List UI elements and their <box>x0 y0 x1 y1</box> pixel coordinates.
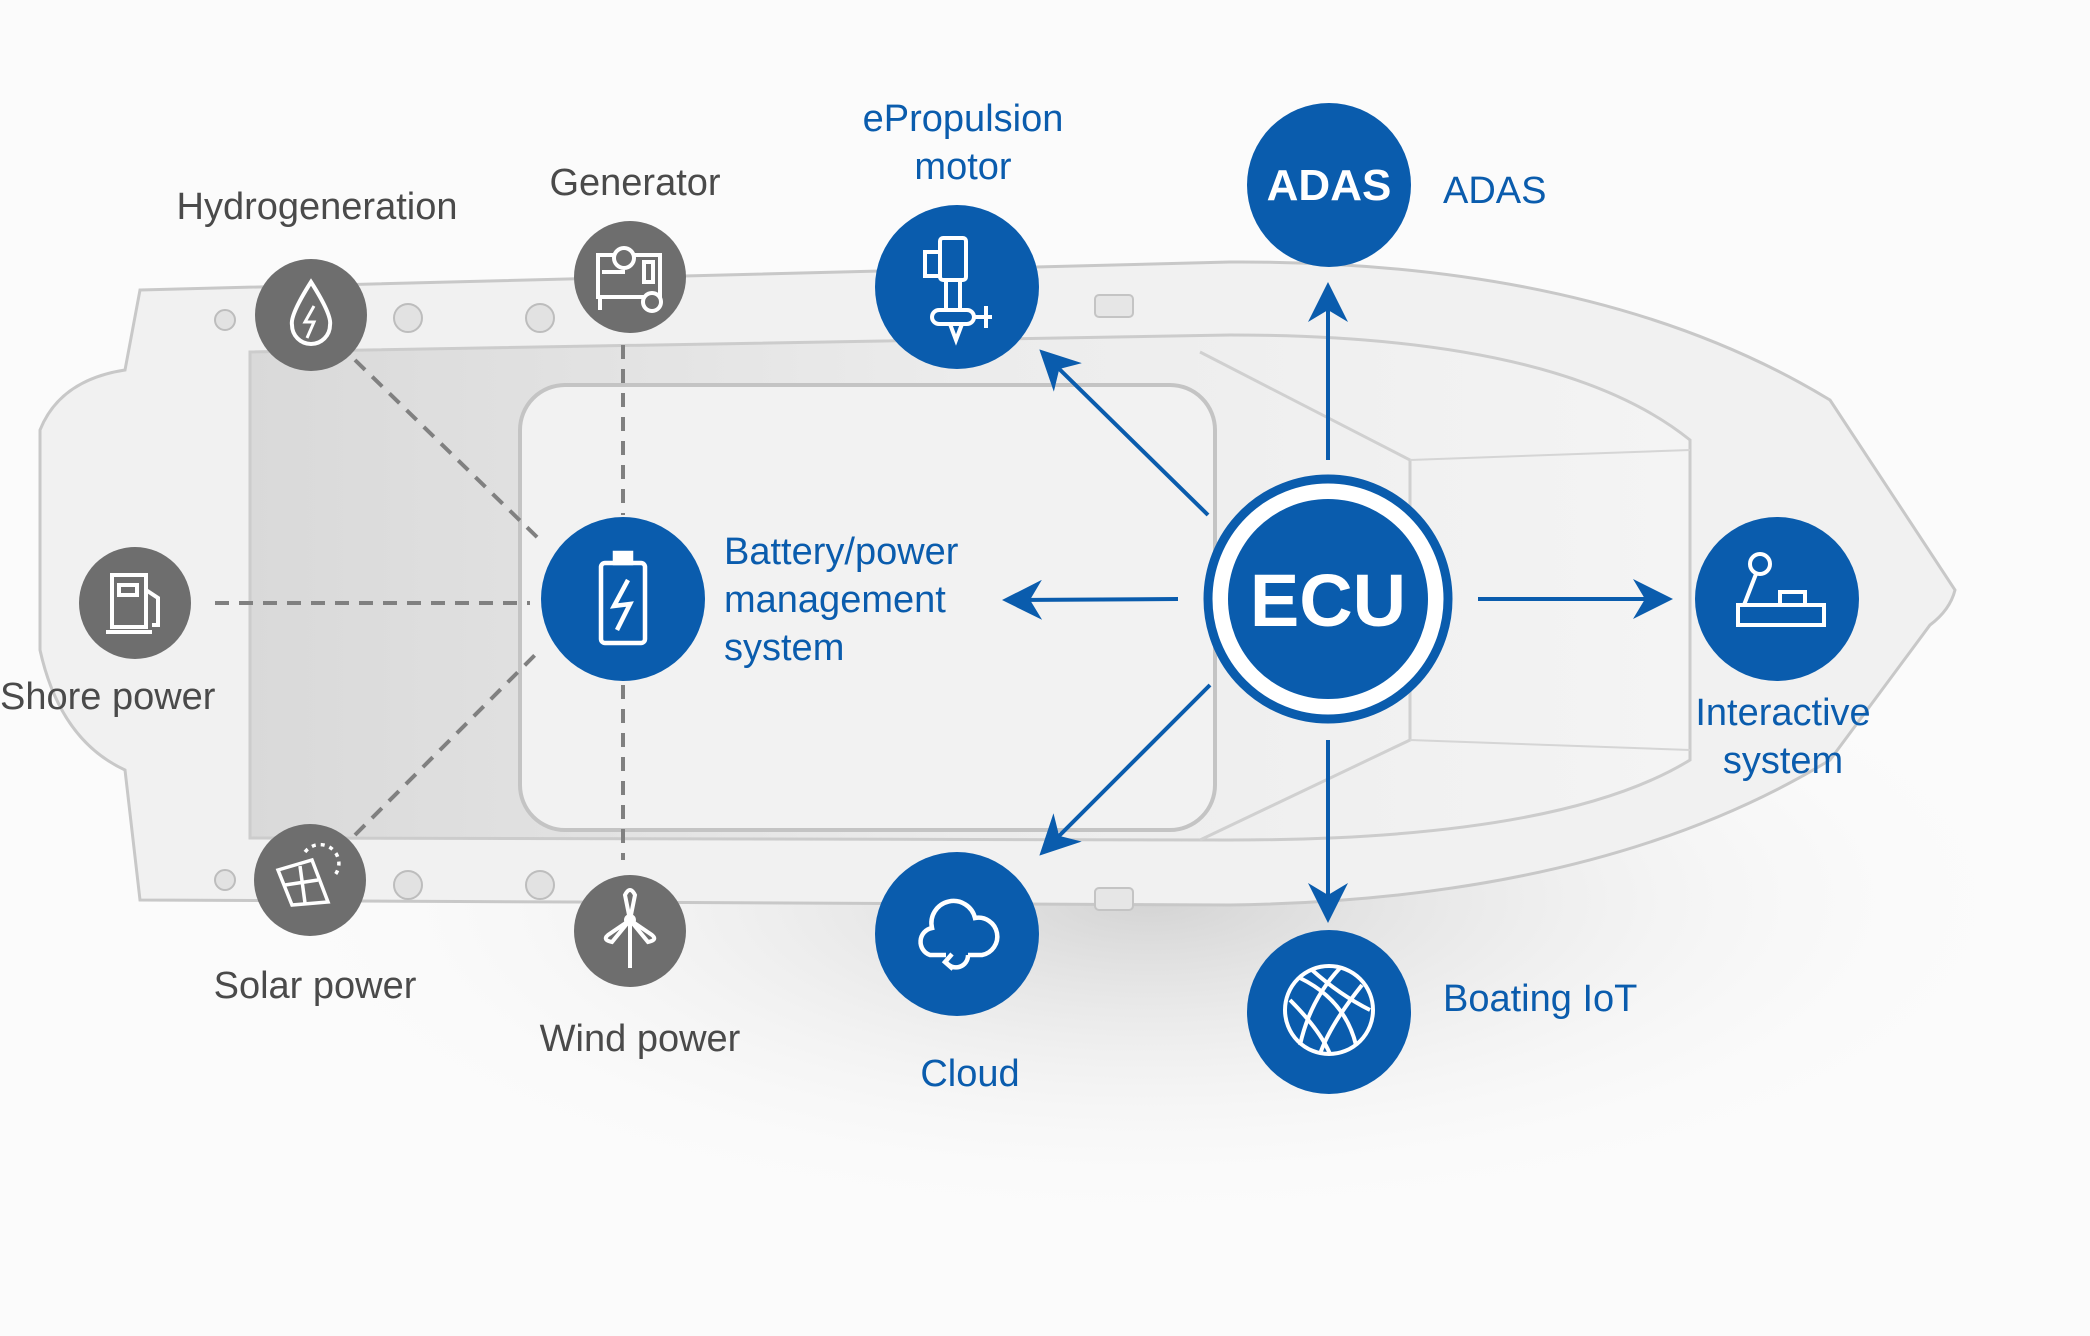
arrow-to-battery <box>1002 579 1179 620</box>
wind-turbine-icon <box>603 888 657 968</box>
connection-hydrogeneration <box>353 358 542 542</box>
generator-icon <box>596 246 663 313</box>
arrow-to-cloud <box>1039 683 1212 856</box>
label-hydrogeneration: Hydrogeneration <box>176 186 458 228</box>
node-solar-power <box>254 824 366 936</box>
node-interactive <box>1695 517 1859 681</box>
label-battery-line-2: management <box>724 579 946 621</box>
ecu-arrows <box>1002 282 1673 923</box>
battery-bolt-icon <box>598 550 648 646</box>
water-drop-bolt-icon <box>289 278 333 346</box>
label-interactive-line-1: Interactive <box>1695 692 1871 734</box>
node-adas: ADAS <box>1247 103 1411 267</box>
node-wind-power <box>574 875 686 987</box>
globe-icon <box>1283 964 1375 1056</box>
label-solar-power: Solar power <box>213 965 417 1007</box>
ecu-hub: ECU <box>1203 474 1453 724</box>
fuel-pump-icon <box>106 573 160 634</box>
cloud-sync-icon <box>918 898 1000 971</box>
outboard-motor-icon <box>923 236 992 346</box>
joystick-icon <box>1736 552 1826 627</box>
node-generator <box>574 221 686 333</box>
label-generator: Generator <box>549 162 721 204</box>
node-cloud <box>875 852 1039 1016</box>
node-battery <box>541 517 705 681</box>
connection-solar-power <box>353 648 542 837</box>
ecu-label: ECU <box>1250 559 1406 642</box>
label-epropulsion-line-2: motor <box>914 146 1012 188</box>
label-battery: Battery/power management system <box>724 528 958 672</box>
label-interactive: Interactive system <box>1695 689 1870 785</box>
label-cloud: Cloud <box>920 1053 1020 1095</box>
label-battery-line-1: Battery/power <box>724 531 959 573</box>
label-adas: ADAS <box>1443 170 1547 212</box>
label-battery-line-3: system <box>724 627 845 669</box>
label-boating-iot: Boating IoT <box>1443 978 1638 1020</box>
node-hydrogeneration <box>255 259 367 371</box>
power-connections <box>215 345 625 860</box>
solar-panel-icon <box>275 842 341 907</box>
node-shore-power <box>79 547 191 659</box>
label-interactive-line-2: system <box>1722 740 1844 782</box>
label-wind-power: Wind power <box>539 1018 741 1060</box>
node-epropulsion <box>875 205 1039 369</box>
adas-badge-text: ADAS <box>1267 161 1392 210</box>
label-epropulsion-line-1: ePropulsion <box>862 98 1064 140</box>
arrow-to-epropulsion <box>1039 349 1210 517</box>
label-shore-power: Shore power <box>0 676 216 718</box>
node-boating-iot <box>1247 930 1411 1094</box>
label-epropulsion: ePropulsion motor <box>863 95 1064 191</box>
